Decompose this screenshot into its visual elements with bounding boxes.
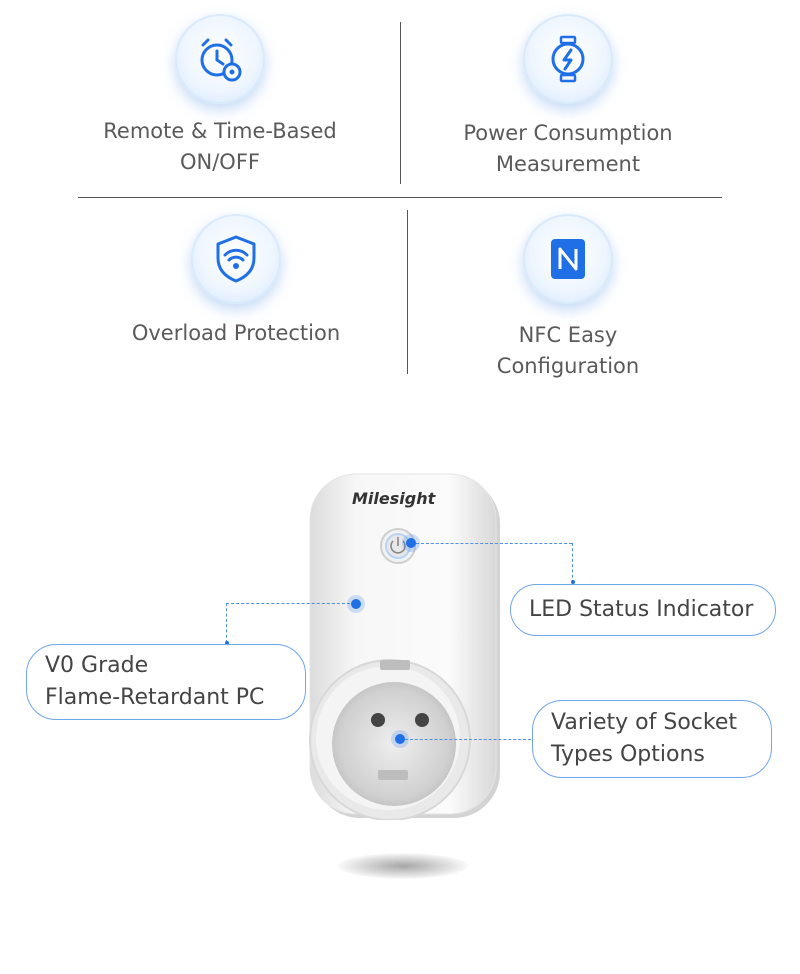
feature-label: NFC Easy Configuration bbox=[418, 320, 718, 382]
callout-socket-line2: Types Options bbox=[551, 742, 705, 767]
divider-vertical-bottom bbox=[407, 210, 408, 374]
callout-socket-types: Variety of Socket Types Options bbox=[532, 700, 772, 778]
feature-remote-time-based: Remote & Time-Based ON/OFF bbox=[70, 10, 370, 190]
callout-v0-line2: Flame-Retardant PC bbox=[45, 685, 265, 710]
callout-v0-line1: V0 Grade bbox=[45, 653, 149, 678]
led-callout-anchor bbox=[571, 580, 575, 584]
feature-label-line2: Measurement bbox=[495, 152, 641, 176]
feature-label-line2: Configuration bbox=[496, 354, 640, 378]
power-meter-icon bbox=[523, 14, 613, 104]
feature-label-line1: NFC Easy bbox=[518, 323, 618, 347]
divider-horizontal bbox=[78, 197, 722, 198]
callout-led-status-text: LED Status Indicator bbox=[529, 597, 754, 622]
led-callout-line bbox=[416, 543, 572, 544]
v0-callout-line-vertical bbox=[226, 603, 227, 643]
feature-label: Overload Protection bbox=[86, 318, 386, 349]
socket-indicator-dot bbox=[395, 734, 405, 744]
feature-power-consumption: Power Consumption Measurement bbox=[418, 10, 718, 190]
callout-v0-grade: V0 Grade Flame-Retardant PC bbox=[26, 644, 306, 720]
feature-nfc-configuration: NFC Easy Configuration bbox=[418, 212, 718, 382]
v0-indicator-dot bbox=[351, 599, 361, 609]
feature-label-line2: ON/OFF bbox=[179, 150, 260, 174]
feature-label-line1: Power Consumption bbox=[463, 121, 673, 145]
divider-vertical-top bbox=[400, 22, 401, 184]
v0-callout-anchor bbox=[225, 641, 229, 645]
feature-label-line1: Overload Protection bbox=[131, 321, 341, 345]
feature-overload-protection: Overload Protection bbox=[86, 212, 386, 372]
alarm-clock-gear-icon bbox=[175, 14, 265, 104]
feature-label: Remote & Time-Based ON/OFF bbox=[70, 116, 370, 178]
led-indicator-dot bbox=[406, 538, 416, 548]
nfc-icon bbox=[523, 214, 613, 304]
led-callout-line-vertical bbox=[572, 543, 573, 583]
smart-plug-device bbox=[300, 470, 510, 821]
callout-socket-line1: Variety of Socket bbox=[551, 710, 737, 735]
brand-logo: Milesight bbox=[352, 489, 436, 508]
feature-label: Power Consumption Measurement bbox=[418, 118, 718, 180]
device-shadow bbox=[338, 853, 468, 879]
socket-callout-line bbox=[405, 739, 531, 740]
callout-led-status: LED Status Indicator bbox=[510, 584, 776, 636]
v0-callout-line bbox=[226, 603, 350, 604]
feature-label-line1: Remote & Time-Based bbox=[103, 119, 337, 143]
shield-icon bbox=[191, 214, 281, 304]
